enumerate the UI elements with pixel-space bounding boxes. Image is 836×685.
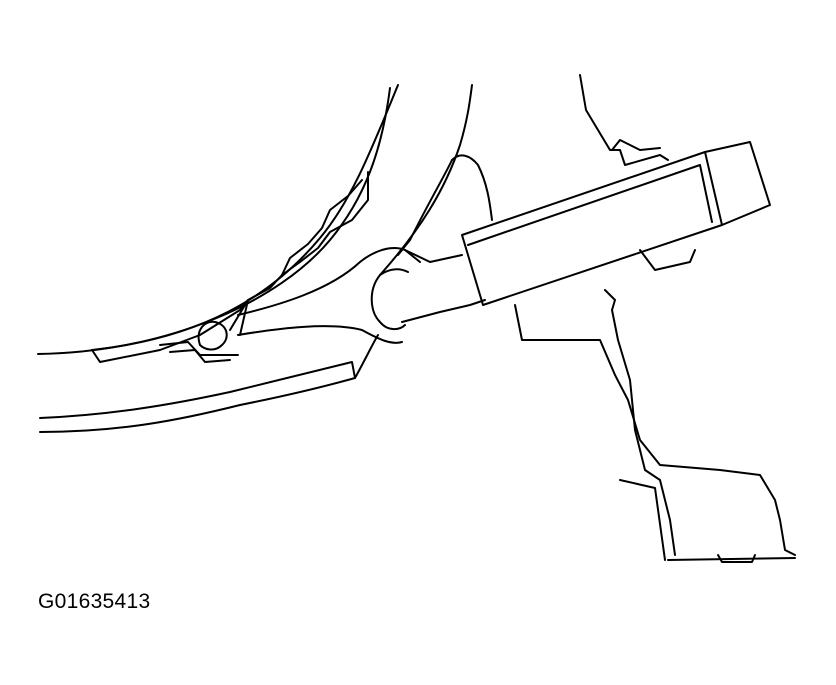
- tool-shaft: [379, 249, 486, 323]
- stepped-rim: [91, 171, 369, 363]
- drum-outline: [37, 84, 473, 355]
- tool-handle: [461, 141, 771, 306]
- retaining-clip: [159, 299, 249, 363]
- figure-id-label: G01635413: [38, 590, 151, 613]
- bracket: [397, 74, 696, 271]
- tool-lever: [237, 247, 421, 344]
- casting: [514, 289, 796, 563]
